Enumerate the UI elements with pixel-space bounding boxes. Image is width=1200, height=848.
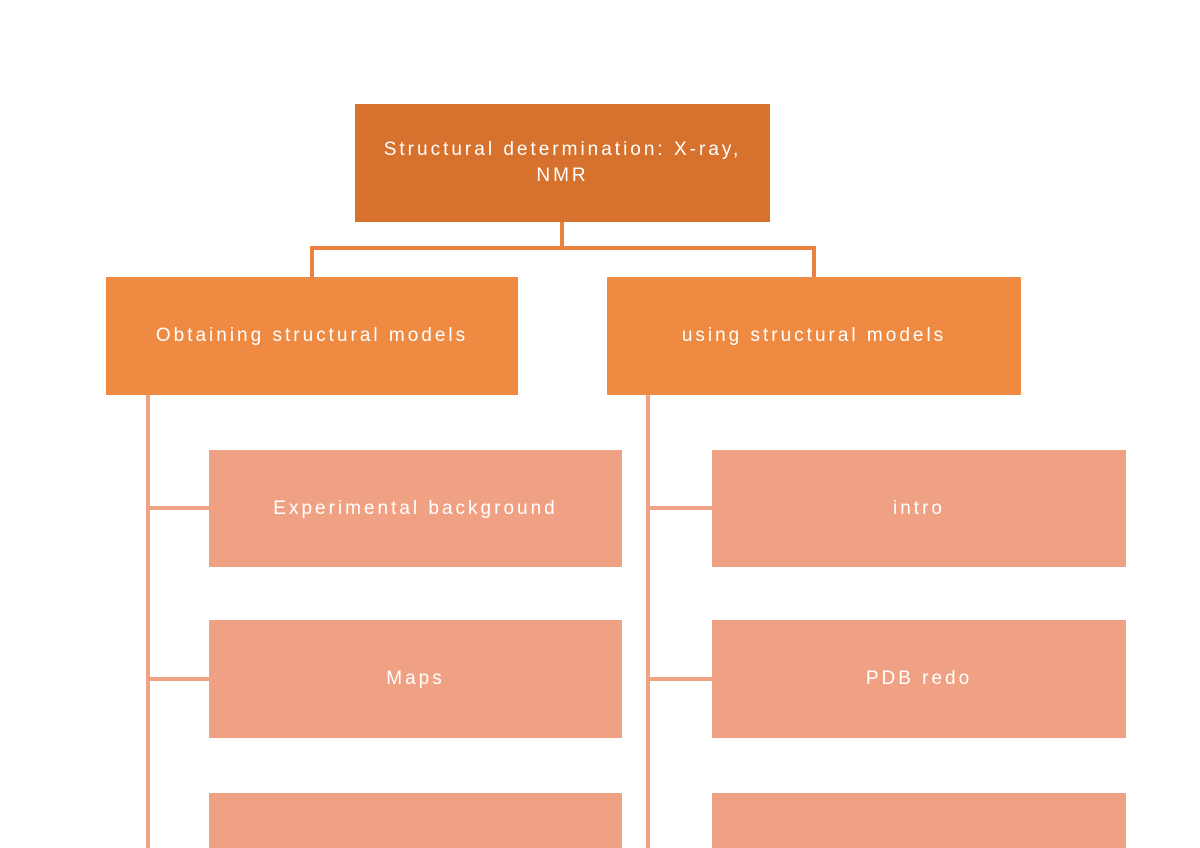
node-using-structural-models: using structural models xyxy=(607,277,1021,395)
node-obtaining-structural-models: Obtaining structural models xyxy=(106,277,518,395)
node-root: Structural determination: X-ray, NMR xyxy=(355,104,770,222)
node-root-label: Structural determination: X-ray, NMR xyxy=(383,139,742,186)
node-experimental-background: Experimental background xyxy=(209,450,622,567)
node-left-cutoff xyxy=(209,793,622,848)
connector-rail-left xyxy=(146,395,150,848)
leaf-label: Experimental background xyxy=(273,497,558,519)
connector-root-stub xyxy=(560,222,564,250)
node-pdb-redo: PDB redo xyxy=(712,620,1126,738)
leaf-label: intro xyxy=(893,497,945,519)
node-branch-left-label: Obtaining structural models xyxy=(155,325,469,347)
connector-bracket xyxy=(310,246,816,250)
leaf-label: PDB redo xyxy=(865,668,973,690)
connector-stub-left-1 xyxy=(146,677,209,681)
connector-drop-right xyxy=(812,246,816,277)
connector-drop-left xyxy=(310,246,314,277)
connector-stub-right-1 xyxy=(646,677,712,681)
node-intro: intro xyxy=(712,450,1126,567)
node-maps: Maps xyxy=(209,620,622,738)
leaf-label: Maps xyxy=(386,668,445,690)
connector-rail-right xyxy=(646,395,650,848)
node-branch-right-label: using structural models xyxy=(681,325,947,347)
connector-stub-right-0 xyxy=(646,506,712,510)
node-right-cutoff xyxy=(712,793,1126,848)
connector-stub-left-0 xyxy=(146,506,209,510)
